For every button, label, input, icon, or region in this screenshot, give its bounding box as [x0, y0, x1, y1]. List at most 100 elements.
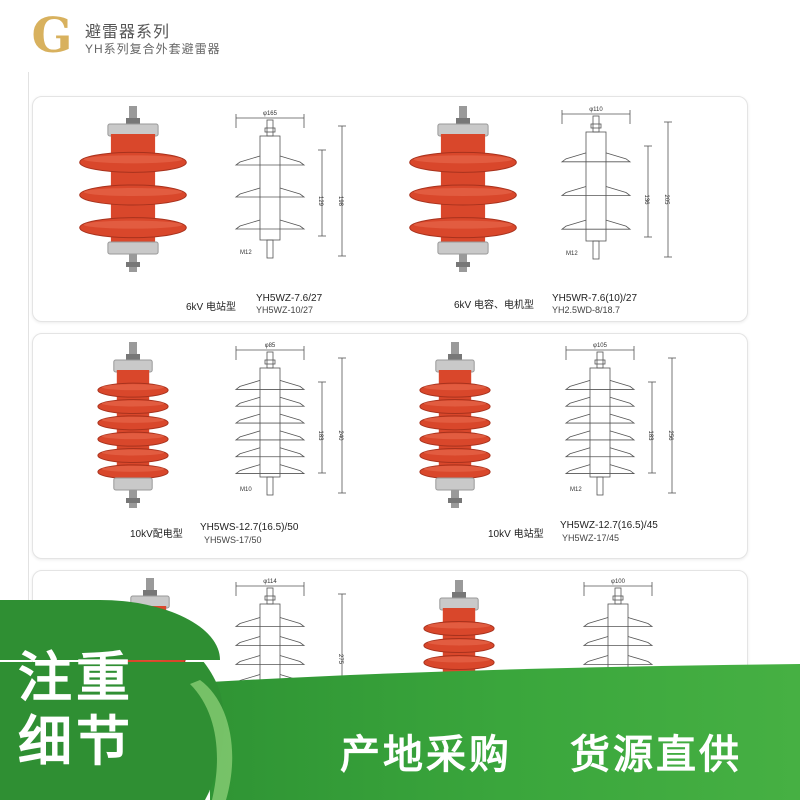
shed-outline [582, 655, 654, 665]
shed-outline [234, 464, 306, 474]
shed-outline [234, 655, 306, 665]
height-label-inner: 129 [317, 196, 323, 207]
product-rating: 10kV配电型 [130, 529, 183, 540]
shed-highlight [413, 155, 513, 164]
shed-outline [564, 464, 636, 474]
body-outline [259, 135, 281, 241]
nut-outline [264, 595, 276, 601]
banner-heading-line-1: 注重 [18, 646, 134, 709]
metal-cap-bottom [437, 241, 489, 255]
metal-cap-bottom [113, 477, 153, 491]
shed-highlight [101, 465, 165, 472]
product-model-2: YH5WZ-10/27 [256, 305, 314, 315]
shed-outline [234, 447, 306, 458]
shed-outline [560, 219, 632, 230]
shed-outline [582, 636, 654, 646]
banner-highlight [190, 680, 233, 800]
shed-highlight [427, 639, 491, 646]
shed-outline [560, 186, 632, 196]
product-card-2 [398, 102, 528, 282]
product-rating: 6kV 电站型 [186, 302, 237, 313]
nut-outline [264, 127, 276, 133]
height-label-outer: 205 [663, 195, 669, 206]
nut-top [452, 592, 466, 598]
product-card-3 [88, 338, 178, 518]
nut-outline [590, 123, 602, 129]
arrester-photo [97, 342, 169, 508]
bolt-label: M12 [566, 251, 578, 257]
shed-highlight [427, 622, 491, 629]
shed-outline [234, 187, 306, 198]
banner-slogan-2: 货源直供 [570, 732, 742, 778]
metal-cap-bottom [435, 477, 475, 491]
bolt-top [459, 106, 467, 124]
product-card-4 [410, 338, 500, 518]
shed-highlight [101, 416, 165, 423]
height-label-outer: 240 [337, 431, 343, 442]
nut-outline [612, 595, 624, 601]
banner-stripe [210, 664, 800, 800]
body-outline [589, 367, 611, 478]
shed-outline [564, 447, 636, 458]
catalog-header: G 避雷器系列 YH系列复合外套避雷器 [30, 8, 430, 64]
arrester-photo [419, 342, 491, 508]
nut-outline [594, 359, 606, 365]
shed-outline [234, 396, 306, 407]
height-label-inner: 136 [643, 195, 649, 206]
shed-highlight [83, 220, 183, 229]
shed-outline [582, 617, 654, 627]
shed-highlight [83, 188, 183, 196]
shed-highlight [101, 400, 165, 407]
shed-outline [564, 396, 636, 407]
product-model-1: YH5WZ-7.6/27 [256, 293, 323, 304]
diameter-label: φ110 [589, 107, 603, 113]
product-rating: 6kV 电容、电机型 [454, 300, 535, 311]
product-model-2: YH2.5WD-8/18.7 [552, 305, 621, 315]
bolt-outline-bottom [596, 476, 604, 496]
arrester-photo [409, 106, 517, 272]
product-rating: 10kV 电站型 [488, 529, 544, 540]
shed-highlight [423, 465, 487, 472]
height-label-outer: 275 [337, 654, 343, 665]
nut-top [448, 354, 462, 360]
banner-slogan-1: 产地采购 [340, 732, 512, 778]
nut-top [126, 118, 140, 124]
shed-outline [234, 155, 306, 166]
product-model-2: YH5WZ-17/45 [562, 533, 620, 543]
shed-highlight [423, 449, 487, 456]
shed-outline [234, 430, 306, 441]
height-label-outer: 256 [667, 431, 673, 442]
nut-bottom [448, 498, 462, 503]
shed-highlight [101, 449, 165, 456]
shed-outline [560, 152, 632, 163]
shed-outline [234, 617, 306, 627]
height-label-inner: 183 [317, 431, 323, 442]
nut-bottom [126, 262, 140, 267]
bolt-top [129, 342, 137, 360]
nut-top [143, 590, 157, 596]
shed-outline [234, 219, 306, 230]
product-model-2: YH5WS-17/50 [204, 535, 262, 545]
height-label-outer: 198 [337, 196, 343, 207]
banner-left-block [0, 662, 225, 800]
shed-outline [234, 636, 306, 646]
nut-outline [264, 359, 276, 365]
shed-highlight [423, 433, 487, 440]
shed-outline [234, 380, 306, 390]
diameter-label: φ85 [265, 343, 276, 349]
bolt-label: M10 [240, 487, 252, 493]
catalog-subtitle: YH系列复合外套避雷器 [85, 42, 221, 56]
bolt-outline-bottom [592, 240, 600, 260]
shed-outline [564, 430, 636, 441]
metal-cap-bottom [107, 241, 159, 255]
promo-banner [0, 662, 800, 800]
bolt-outline-bottom [266, 239, 274, 259]
diameter-label: φ114 [263, 579, 277, 585]
shed-highlight [423, 400, 487, 407]
